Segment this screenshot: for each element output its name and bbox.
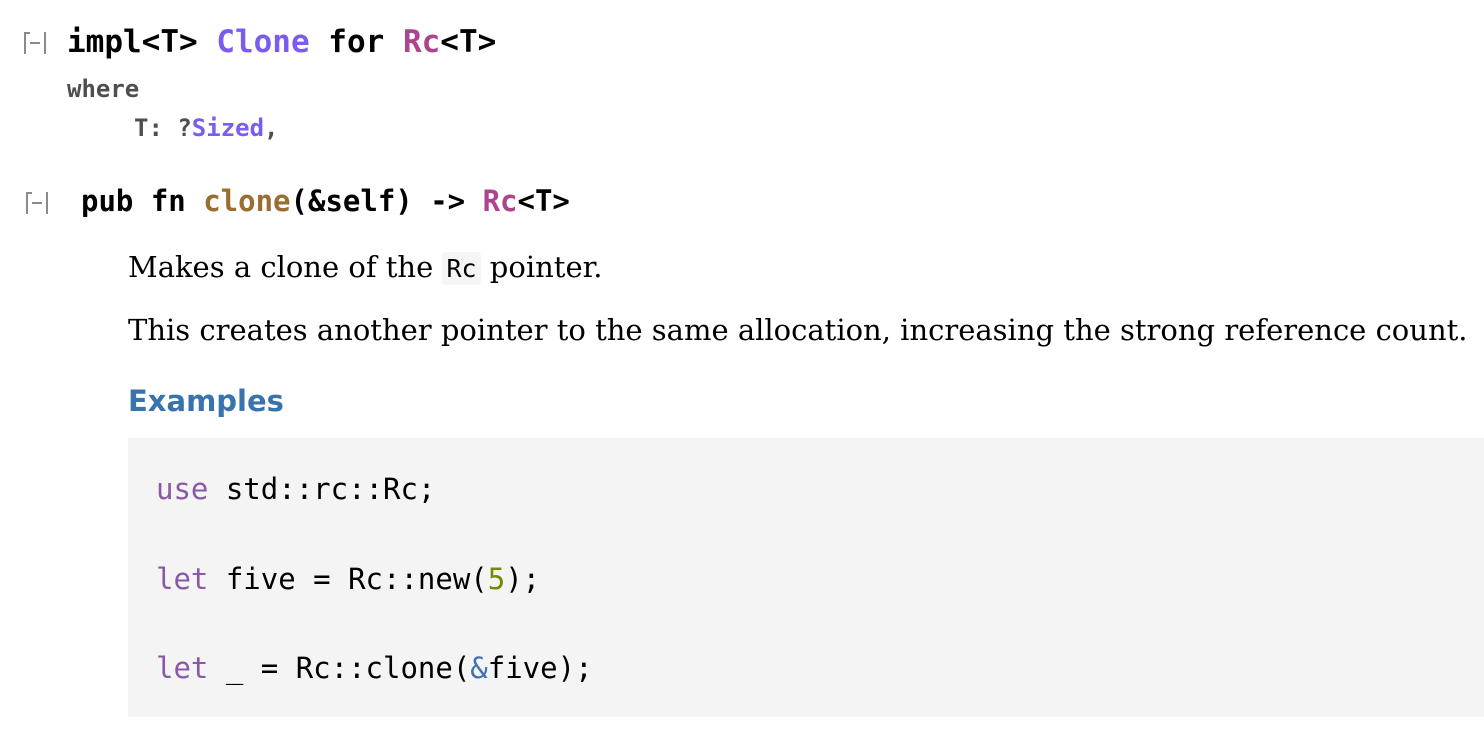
keyword-use: use (156, 472, 209, 506)
where-clause: where (67, 75, 140, 103)
generic-param: <T> (440, 24, 497, 60)
code-text: _ = Rc::clone( (208, 651, 471, 685)
code-line-3: let _ = Rc::clone(&five); (156, 651, 593, 685)
code-text: five = Rc::new( (208, 562, 488, 596)
method-link-clone[interactable]: clone (203, 184, 291, 218)
impl-toggle-button[interactable] (24, 32, 46, 54)
struct-link-rc[interactable]: Rc (402, 24, 441, 60)
keyword-let: let (156, 562, 209, 596)
collapse-icon (32, 202, 42, 204)
trait-link-sized[interactable]: Sized (191, 114, 265, 142)
doc-detail: This creates another pointer to the same… (128, 313, 1468, 347)
struct-link-rc[interactable]: Rc (482, 184, 518, 218)
trait-link-clone[interactable]: Clone (216, 24, 310, 60)
bound-suffix: , (264, 114, 279, 142)
inline-code-rc: Rc (442, 252, 481, 285)
code-line-2: let five = Rc::new(5); (156, 562, 540, 596)
fn-keyword: pub fn (81, 184, 204, 218)
trait-bound: T: ?Sized, (134, 114, 279, 142)
summary-text: Makes a clone of the (128, 250, 443, 284)
ampersand-operator: & (470, 651, 488, 685)
code-line-1: use std::rc::Rc; (156, 472, 435, 506)
impl-keyword: impl<T> (67, 24, 217, 60)
return-generic: <T> (517, 184, 570, 218)
method-params: (&self) -> (290, 184, 483, 218)
method-signature: pub fn clone(&self) -> Rc<T> (81, 184, 570, 218)
method-toggle-button[interactable] (26, 192, 48, 214)
code-text: std::rc::Rc; (208, 472, 436, 506)
bound-prefix: T: ? (134, 114, 192, 142)
summary-text-end: pointer. (480, 250, 603, 284)
code-text: ); (505, 562, 541, 596)
doc-summary: Makes a clone of the Rc pointer. (128, 250, 603, 285)
collapse-icon (30, 42, 40, 44)
examples-heading[interactable]: Examples (128, 384, 284, 418)
impl-header: impl<T> Clone for Rc<T> (67, 24, 496, 60)
code-text: five); (487, 651, 593, 685)
for-keyword: for (309, 24, 403, 60)
keyword-let: let (156, 651, 209, 685)
code-example-block: use std::rc::Rc; let five = Rc::new(5); … (128, 438, 1484, 717)
number-literal: 5 (487, 562, 506, 596)
